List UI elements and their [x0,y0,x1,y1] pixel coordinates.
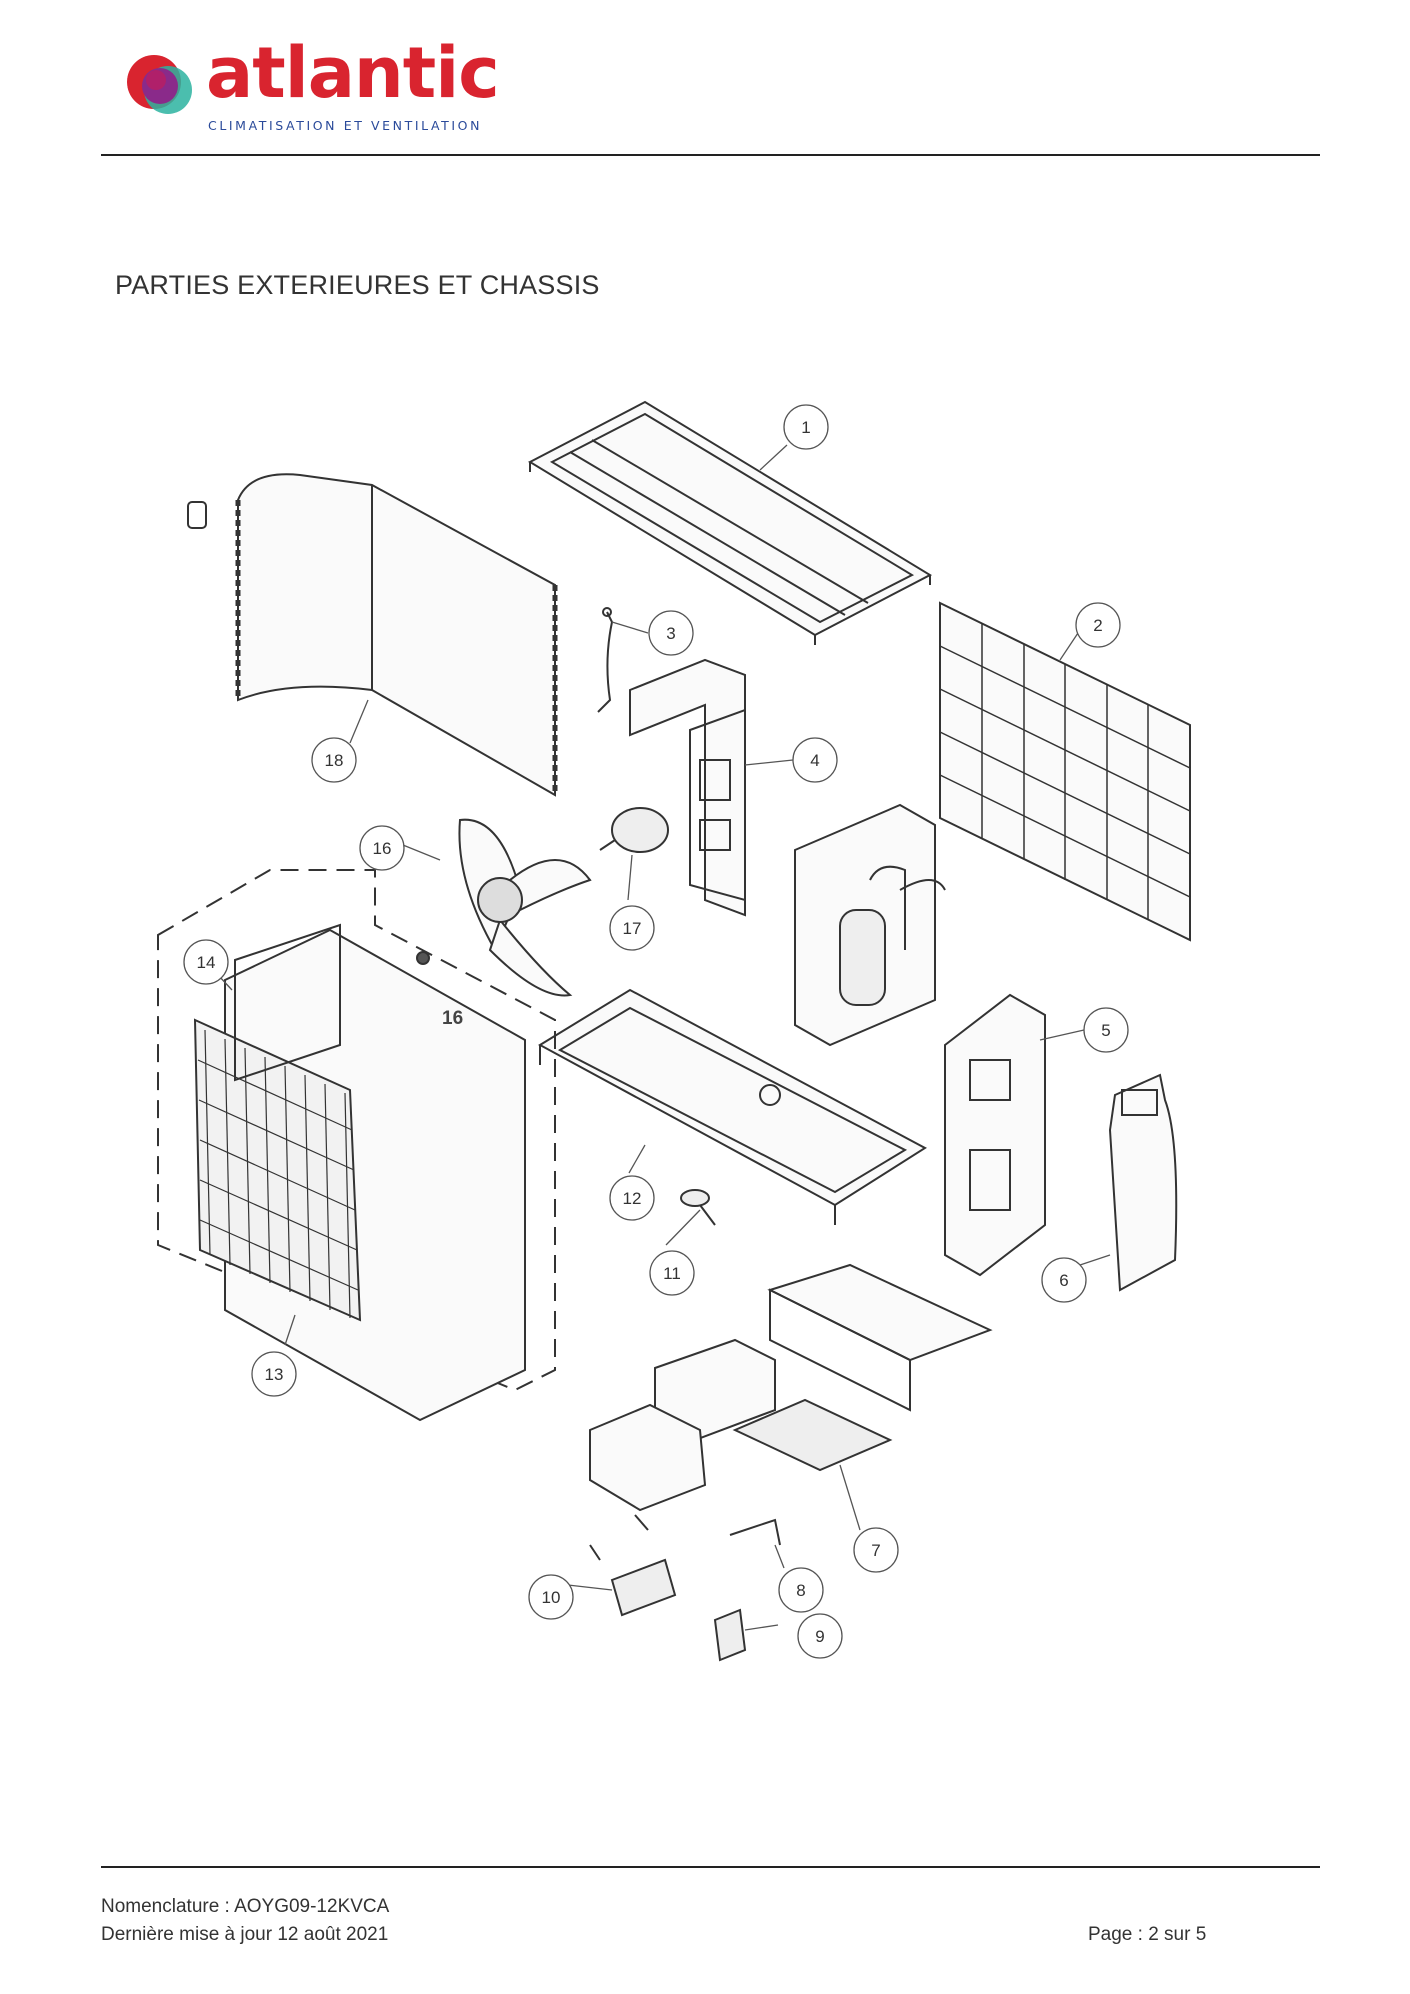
part-rear-grille [939,601,1191,942]
header-rule [101,154,1320,156]
footer-rule [101,1866,1320,1868]
callout-12: 12 [623,1189,642,1208]
logo-mark-icon [127,55,192,114]
callout-5: 5 [1101,1021,1110,1040]
part-base-pan [537,988,927,1225]
callout-3: 3 [666,624,675,643]
part-compressor-assembly [794,803,946,1047]
callout-10: 10 [542,1588,561,1607]
callout-14: 14 [197,953,216,972]
part-fan-motor [599,807,669,853]
logo-wordmark: atlantic [206,32,500,114]
brand-logo: atlantic CLIMATISATION ET VENTILATION [120,38,500,134]
part-sensor-wire [597,607,614,713]
part-electrical-box [589,1263,993,1512]
section-title: PARTIES EXTERIEURES ET CHASSIS [115,270,600,300]
part-condenser-coil [187,473,558,797]
footer-page-number: Page : 2 sur 5 [1088,1924,1207,1945]
part-fan-blade [416,818,592,997]
callout-7: 7 [871,1541,880,1560]
footer-nomenclature: Nomenclature : AOYG09-12KVCA [101,1896,390,1917]
extra-label-16: 16 [442,1008,463,1029]
callout-6: 6 [1059,1271,1068,1290]
part-front-panel [157,869,556,1422]
part-service-cover [1108,1073,1178,1292]
callout-16: 16 [373,839,392,858]
part-drain-port [680,1189,716,1226]
part-side-panel [944,993,1046,1277]
callout-8: 8 [796,1581,805,1600]
logo-tagline: CLIMATISATION ET VENTILATION [208,118,483,133]
footer-updated: Dernière mise à jour 12 août 2021 [101,1924,389,1945]
callout-13: 13 [265,1365,284,1384]
callout-11: 11 [663,1264,681,1283]
callout-17: 17 [623,919,642,938]
part-top-panel [527,400,933,645]
part-motor-bracket [629,658,746,917]
part-reactor-and-terminal [589,1514,781,1662]
callout-9: 9 [815,1627,824,1646]
callout-1: 1 [801,418,810,437]
callout-18: 18 [325,751,344,770]
callout-bubbles: 1 2 3 4 5 6 7 8 9 10 11 12 13 14 16 17 1… [183,404,1129,1659]
callout-2: 2 [1093,616,1102,635]
callout-4: 4 [810,751,819,770]
